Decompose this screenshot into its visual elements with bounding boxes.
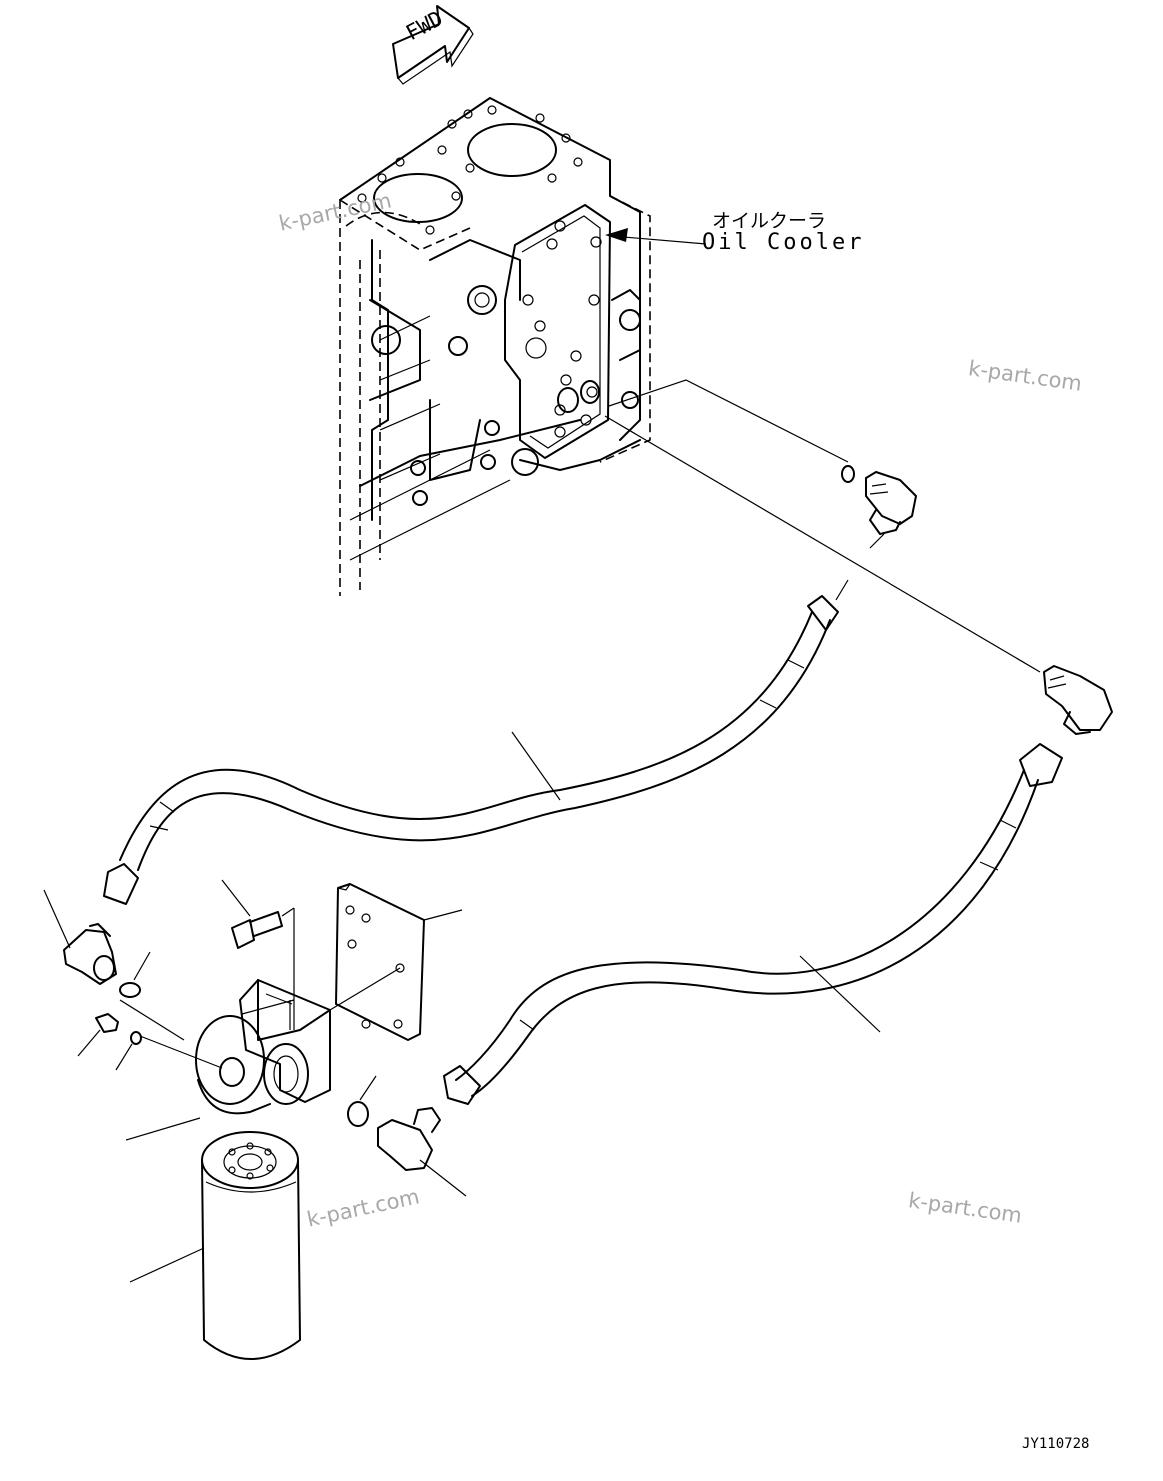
engine-block [339,97,651,596]
filter-head [119,908,331,1115]
mounting-plate [329,883,463,1041]
plug [77,1013,119,1057]
leader-line [604,415,1041,673]
leader-line [359,1075,377,1101]
o-ring [347,1101,369,1127]
elbow-fitting-upper [865,471,917,549]
leader-line [608,379,849,463]
o-ring [119,982,141,998]
o-ring [130,1031,142,1045]
oil-filter [125,1117,301,1360]
leader-line [133,951,151,981]
oil-cooler-label-en: Oil Cooler [702,230,865,255]
leader-line [115,1043,133,1071]
oil-cooler-callout [605,228,707,245]
elbow-fitting-right [1043,665,1113,735]
drawing-number: JY110728 [1022,1436,1090,1452]
bolt [221,879,295,949]
leader-line [139,1035,223,1069]
o-ring [841,465,855,483]
hose-2 [443,743,1063,1105]
elbow-fitting-lower [377,1107,467,1197]
elbow-fitting-left [43,889,117,985]
oil-cooler-label-jp: オイルクーラ [712,210,827,232]
fwd-arrow-icon [392,5,474,85]
hose-1 [103,579,849,905]
